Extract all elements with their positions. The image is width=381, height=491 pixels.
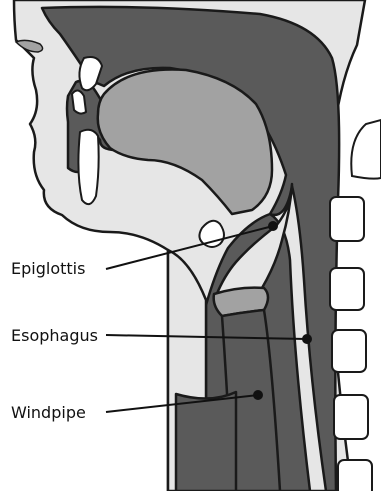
windpipe-marker xyxy=(254,391,262,399)
vertebra xyxy=(332,330,366,372)
epiglottis-label: Epiglottis xyxy=(11,260,85,278)
esophagus-label: Esophagus xyxy=(11,327,98,345)
windpipe-label: Windpipe xyxy=(11,404,86,422)
vertebra xyxy=(334,395,368,439)
vertebra xyxy=(338,460,372,491)
esophagus-marker xyxy=(303,335,311,343)
vertebra xyxy=(351,120,381,179)
epiglottis-marker xyxy=(269,222,277,230)
neck-lower-dark xyxy=(176,392,236,491)
lower-tooth xyxy=(78,130,98,204)
vertebra xyxy=(330,268,364,310)
vertebra xyxy=(330,197,364,241)
